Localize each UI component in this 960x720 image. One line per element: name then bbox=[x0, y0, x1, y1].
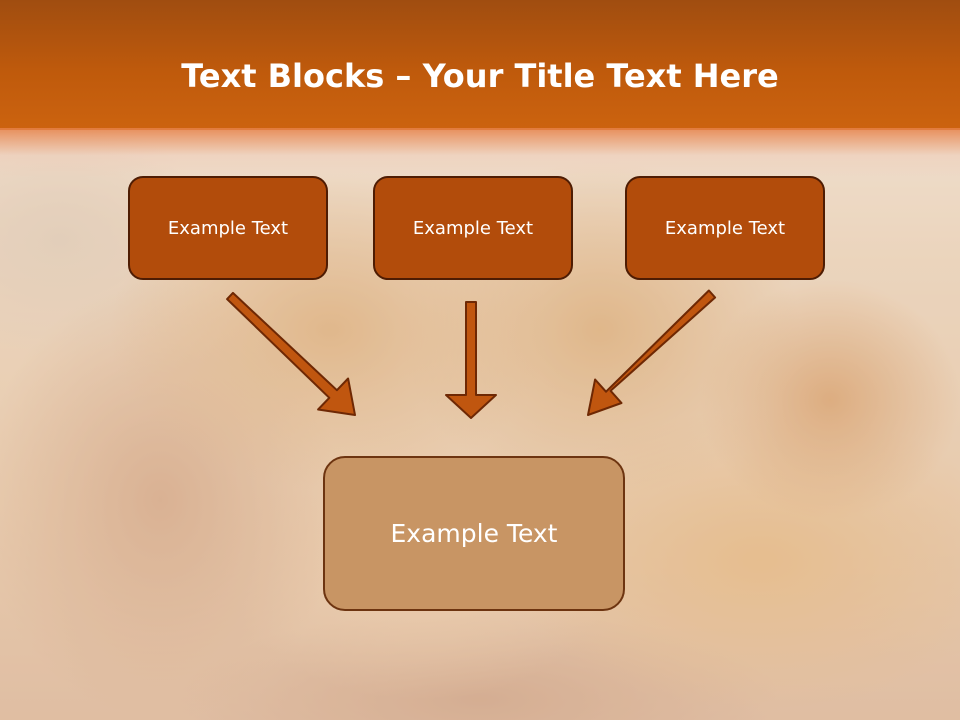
header-fade bbox=[0, 128, 960, 178]
header-band bbox=[0, 0, 960, 130]
text-block-2-label: Example Text bbox=[412, 217, 534, 239]
slide-title: Text Blocks – Your Title Text Here bbox=[0, 52, 960, 100]
title-rest: Your Title Text Here bbox=[422, 57, 779, 95]
arrow-down-icon bbox=[445, 301, 497, 419]
result-block-label: Example Text bbox=[390, 519, 558, 548]
text-block-2[interactable]: Example Text bbox=[373, 176, 573, 280]
text-block-1[interactable]: Example Text bbox=[128, 176, 328, 280]
text-block-3[interactable]: Example Text bbox=[625, 176, 825, 280]
text-block-1-label: Example Text bbox=[167, 217, 289, 239]
arrow-down-right-icon bbox=[226, 291, 356, 416]
result-block[interactable]: Example Text bbox=[323, 456, 625, 611]
title-dash: – bbox=[384, 57, 423, 95]
text-block-3-label: Example Text bbox=[664, 217, 786, 239]
title-bold: Text Blocks bbox=[181, 57, 385, 95]
arrow-down-left-icon bbox=[587, 289, 717, 416]
